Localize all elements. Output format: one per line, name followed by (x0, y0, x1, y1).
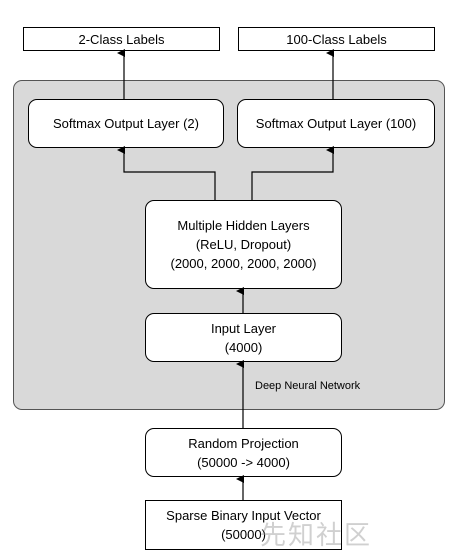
hidden-layers-title: Multiple Hidden Layers (177, 218, 310, 233)
input-layer-title: Input Layer (210, 320, 277, 336)
sparse-input-title: Sparse Binary Input Vector (166, 508, 321, 523)
softmax-right-label: Softmax Output Layer (100) (255, 116, 417, 131)
softmax-output-layer-100: Softmax Output Layer (100) (237, 99, 435, 148)
softmax-output-layer-2: Softmax Output Layer (2) (28, 99, 224, 148)
softmax-left-label: Softmax Output Layer (2) (53, 116, 199, 131)
sparse-input-vector-box: Sparse Binary Input Vector (50000) (145, 500, 342, 550)
watermark: 先知社区 (260, 520, 373, 550)
random-projection-title: Random Projection (188, 435, 299, 451)
input-layer-box: Input Layer (4000) (145, 313, 342, 362)
arrow-hidden-to-softmax2 (117, 146, 216, 200)
arrow-hidden-to-softmax100 (251, 146, 334, 200)
hundred-class-labels-box: 100-Class Labels (238, 27, 435, 51)
random-projection-dims: (50000 -> 4000) (197, 454, 290, 470)
hidden-layers-sizes: (2000, 2000, 2000, 2000) (170, 256, 317, 271)
hidden-layers-activation: (ReLU, Dropout) (195, 237, 292, 252)
hundred-class-labels-text: 100-Class Labels (286, 31, 387, 47)
input-layer-size: (4000) (224, 339, 263, 355)
sparse-input-size: (50000) (221, 527, 266, 542)
random-projection-box: Random Projection (50000 -> 4000) (145, 428, 342, 477)
two-class-labels-text: 2-Class Labels (78, 31, 165, 47)
hidden-layers-box: Multiple Hidden Layers (ReLU, Dropout) (… (145, 200, 342, 289)
container-caption: Deep Neural Network (255, 380, 361, 392)
